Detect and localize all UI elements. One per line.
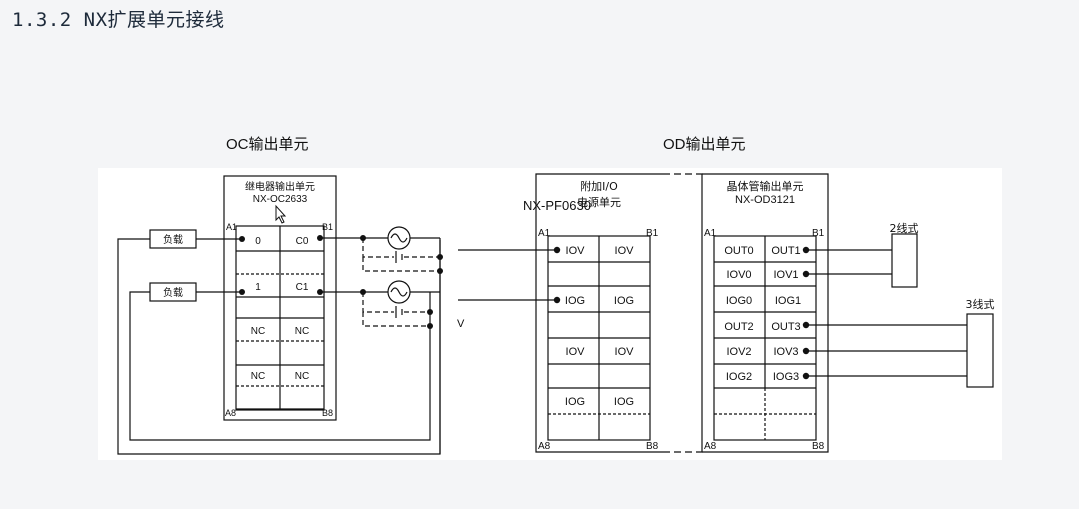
pf-unit [535, 173, 698, 453]
two-wire-device [891, 233, 918, 288]
oc-terminal-a1: 1 [255, 282, 261, 293]
od-corner-a8: A8 [704, 441, 717, 452]
pf-terminal-a3: IOG [565, 396, 585, 408]
od-corner-a1: A1 [704, 228, 717, 239]
oc-corner-b8: B8 [322, 408, 333, 418]
two-wire-label: 2线式 [890, 221, 919, 235]
pf-terminal-a2: IOV [566, 346, 586, 358]
oc-title-line2: NX-OC2633 [253, 194, 308, 205]
pf-wiring [458, 249, 557, 301]
pf-dot-iov [553, 246, 561, 254]
pf-dot-iog [553, 296, 561, 304]
od-wiring [806, 249, 967, 377]
oc-terminal-a2: NC [251, 326, 265, 337]
od-corner-b8: B8 [812, 441, 825, 452]
od-terminal-b0: OUT1 [771, 245, 800, 257]
od-terminal-a5: IOG2 [726, 371, 752, 383]
od-caption: OD输出单元 [663, 136, 746, 153]
od-terminal-b2: IOG1 [775, 295, 801, 307]
oc-terminal-a3: NC [251, 371, 265, 382]
page-title: 1.3.2 NX扩展单元接线 [12, 9, 225, 31]
oc-corner-b1: B1 [322, 222, 333, 232]
pf-corner-b8: B8 [646, 441, 659, 452]
mouse-cursor-icon [275, 204, 287, 224]
oc-terminal-b1: C1 [296, 282, 309, 293]
od-title-line2: NX-OD3121 [735, 194, 795, 206]
od-terminal-a2: IOG0 [726, 295, 752, 307]
oc-terminal-b0: C0 [296, 236, 309, 247]
pf-terminal-a0: IOV [566, 245, 586, 257]
oc-terminal-b3: NC [295, 371, 309, 382]
oc-terminal-b2: NC [295, 326, 309, 337]
diagram-background [98, 168, 1002, 460]
pf-terminal-b0: IOV [615, 245, 635, 257]
od-terminal-b4: IOV3 [773, 346, 798, 358]
pf-corner-a8: A8 [538, 441, 551, 452]
oc-terminal-dots [239, 235, 443, 329]
od-title-line1: 晶体管输出单元 [727, 179, 804, 193]
pf-title-line1: 附加I/O [580, 179, 618, 193]
od-terminal-b3: OUT3 [771, 321, 800, 333]
od-terminal-a4: IOV2 [726, 346, 751, 358]
oc-unit-frame [223, 175, 337, 421]
oc-title-line1: 继电器输出单元 [245, 180, 315, 193]
oc-unit [223, 175, 337, 421]
wiring-diagram: 继电器输出单元 NX-OC2633 A1 B1 A8 B8 0 C0 1 C1 … [98, 168, 1002, 460]
od-terminal-b1: IOV1 [773, 269, 798, 281]
load-2-label: 负载 [163, 286, 183, 299]
pf-corner-a1: A1 [538, 228, 551, 239]
oc-corner-a8: A8 [225, 408, 236, 418]
oc-caption: OC输出单元 [226, 136, 309, 153]
pf-terminal-b1: IOG [614, 295, 634, 307]
oc-terminal-a0: 0 [255, 236, 261, 247]
three-wire-device [966, 313, 994, 388]
pf-terminal-b2: IOV [615, 346, 635, 358]
load-1-label: 负载 [163, 233, 183, 246]
od-terminal-b5: IOG3 [773, 371, 799, 383]
pf-corner-b1: B1 [646, 228, 659, 239]
three-wire-label: 3线式 [966, 297, 995, 311]
od-terminal-a3: OUT2 [724, 321, 753, 333]
pf-terminal-a1: IOG [565, 295, 585, 307]
oc-corner-a1: A1 [226, 222, 237, 232]
od-terminal-a1: IOV0 [726, 269, 751, 281]
pf-model: NX-PF0630 [523, 198, 591, 213]
od-corner-b1: B1 [812, 228, 825, 239]
pf-side-mark: V [457, 318, 465, 330]
pf-terminal-b3: IOG [614, 396, 634, 408]
od-unit [698, 173, 829, 453]
pf-title-line2: 电源单元 [577, 195, 621, 209]
od-terminal-dots [802, 246, 810, 380]
od-terminal-a0: OUT0 [724, 245, 753, 257]
